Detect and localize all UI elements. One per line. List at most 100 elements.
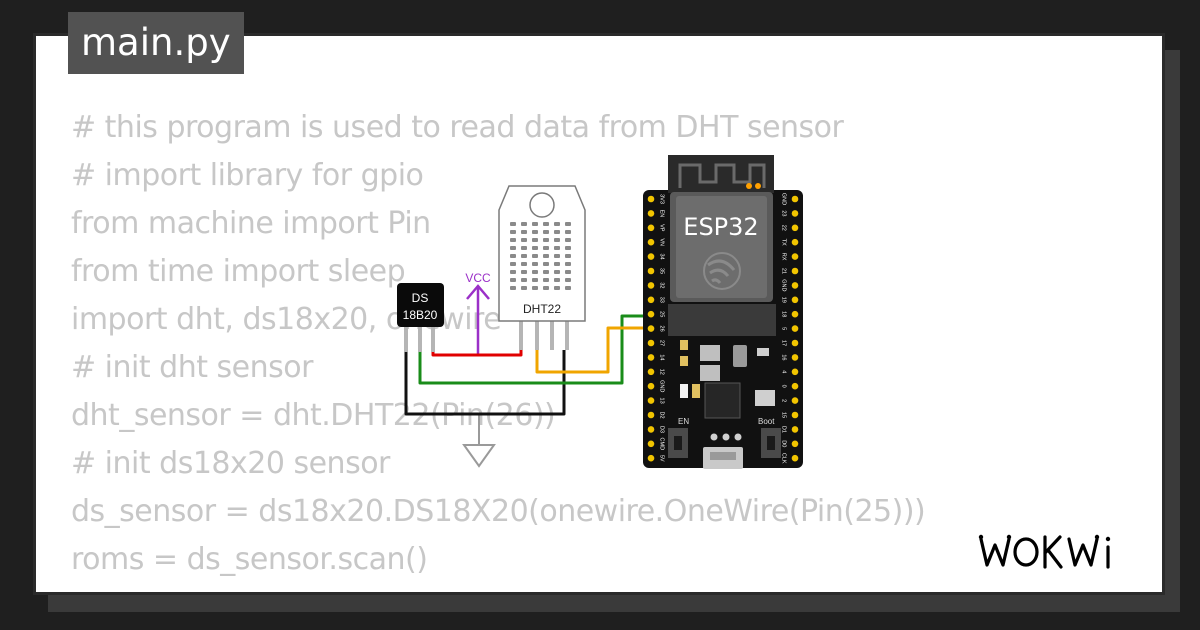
wires xyxy=(404,314,652,416)
esp32-pin xyxy=(791,282,799,289)
dht22-vent xyxy=(532,278,538,282)
ground-icon xyxy=(462,415,496,468)
esp32-pin xyxy=(791,325,799,332)
dht22-vent xyxy=(543,230,549,234)
esp32-pin-label: 26 xyxy=(659,326,665,332)
esp32-pin-label: 22 xyxy=(781,225,787,231)
esp32-pin xyxy=(647,296,655,304)
dht22-vent xyxy=(565,270,571,274)
esp32-pin-label: 14 xyxy=(659,354,665,360)
esp32-pin-label: 27 xyxy=(659,340,665,346)
dht22-vent xyxy=(543,270,549,274)
esp32-pin-label: D1 xyxy=(781,426,787,433)
dht22-vent xyxy=(554,246,560,250)
file-tab[interactable]: main.py xyxy=(68,12,244,74)
esp32-pin-label: VP xyxy=(659,224,665,232)
dht22-vent xyxy=(565,230,571,234)
esp32-pin xyxy=(647,382,655,390)
esp32-pin xyxy=(647,397,655,404)
dht22-vent xyxy=(543,254,549,258)
esp32-pin xyxy=(647,354,655,361)
esp32-pin xyxy=(647,368,655,376)
esp32-pin xyxy=(791,426,799,433)
code-line: # this program is used to read data from… xyxy=(71,110,844,145)
esp32-pin-label: VN xyxy=(659,238,665,246)
code-line: from time import sleep xyxy=(71,254,406,289)
esp32-pin xyxy=(791,310,799,318)
code-line: # init dht sensor xyxy=(71,350,313,385)
esp32-pin xyxy=(647,440,655,448)
esp32-pin-label: D0 xyxy=(781,440,787,447)
esp32-pin-label: 17 xyxy=(781,340,787,346)
dht22-vent xyxy=(543,246,549,250)
esp32-pin xyxy=(791,339,799,347)
esp32-pin-label: 23 xyxy=(781,210,787,216)
esp32-pin-label: 15 xyxy=(781,412,787,418)
dht22-vent xyxy=(565,286,571,290)
dht22-label: DHT22 xyxy=(523,302,561,316)
dht22-vent xyxy=(565,246,571,250)
espressif-logo-icon xyxy=(703,252,741,290)
vcc-icon: VCC xyxy=(465,271,491,355)
dht22-vent xyxy=(510,246,516,250)
dht22-vent xyxy=(565,254,571,258)
dht22-vent xyxy=(532,254,538,258)
esp32-pin-label: D2 xyxy=(659,411,665,418)
dht22-vent xyxy=(521,246,527,250)
dht22-vent xyxy=(565,238,571,242)
esp32-pin xyxy=(791,440,799,448)
dht22-vent xyxy=(554,254,560,258)
dht22-vent xyxy=(521,238,527,242)
esp32-pin-label: 33 xyxy=(659,297,665,303)
dht22-vent xyxy=(532,270,538,274)
code-line: print('Found DS devices: ', roms) xyxy=(71,584,925,592)
dht22-vent xyxy=(510,230,516,234)
esp32-pin-label: 34 xyxy=(659,254,665,260)
esp32-pin-label: CLK xyxy=(781,453,787,464)
esp32-pin-label: GND xyxy=(781,279,787,291)
esp32-board: ESP32 EN Boot 3V3ENVPVN34353233252627141… xyxy=(643,155,803,469)
ds18b20-sensor: DS 18B20 xyxy=(397,283,444,352)
dht22-vent xyxy=(532,286,538,290)
esp32-pin-label: 32 xyxy=(659,282,665,288)
dht22-vent xyxy=(565,278,571,282)
esp32-pin xyxy=(791,253,799,260)
esp32-pin-label: 2 xyxy=(781,399,787,402)
ds18b20-label-2: 18B20 xyxy=(403,308,438,322)
dht22-vent xyxy=(510,222,516,226)
esp32-pin-label: 4 xyxy=(781,370,787,373)
dht22-vent xyxy=(510,286,516,290)
esp32-pin-label: 12 xyxy=(659,369,665,375)
dht22-vent xyxy=(521,254,527,258)
dht22-vent xyxy=(510,278,516,282)
esp32-pin xyxy=(791,368,799,376)
dht22-vent xyxy=(521,230,527,234)
esp32-pin-label: 19 xyxy=(781,297,787,303)
esp32-pin xyxy=(647,282,655,289)
dht22-vent xyxy=(554,278,560,282)
wokwi-logo xyxy=(978,534,1111,569)
dht22-vent xyxy=(521,278,527,282)
code-line: from machine import Pin xyxy=(71,206,431,241)
esp32-pin xyxy=(791,210,799,217)
dht22-vent xyxy=(510,254,516,258)
esp32-pin-label: 21 xyxy=(781,268,787,274)
esp32-pin-label: 13 xyxy=(659,398,665,404)
dht22-vent xyxy=(521,270,527,274)
esp32-pin xyxy=(647,253,655,260)
dht22-vent xyxy=(554,238,560,242)
dht22-vent xyxy=(521,262,527,266)
dht22-vent xyxy=(554,286,560,290)
esp32-pin xyxy=(647,325,655,332)
dht22-sensor: DHT22 xyxy=(498,185,586,350)
dht22-vent xyxy=(532,230,538,234)
esp32-pin-label: RX xyxy=(781,253,787,261)
esp32-pin-label: 5V xyxy=(659,455,665,462)
code-line: # import library for gpio xyxy=(71,158,424,193)
esp32-pin xyxy=(791,454,799,462)
dht22-vent xyxy=(543,262,549,266)
esp32-pin xyxy=(791,397,799,404)
dht22-vent xyxy=(565,262,571,266)
esp32-pin xyxy=(791,224,799,232)
